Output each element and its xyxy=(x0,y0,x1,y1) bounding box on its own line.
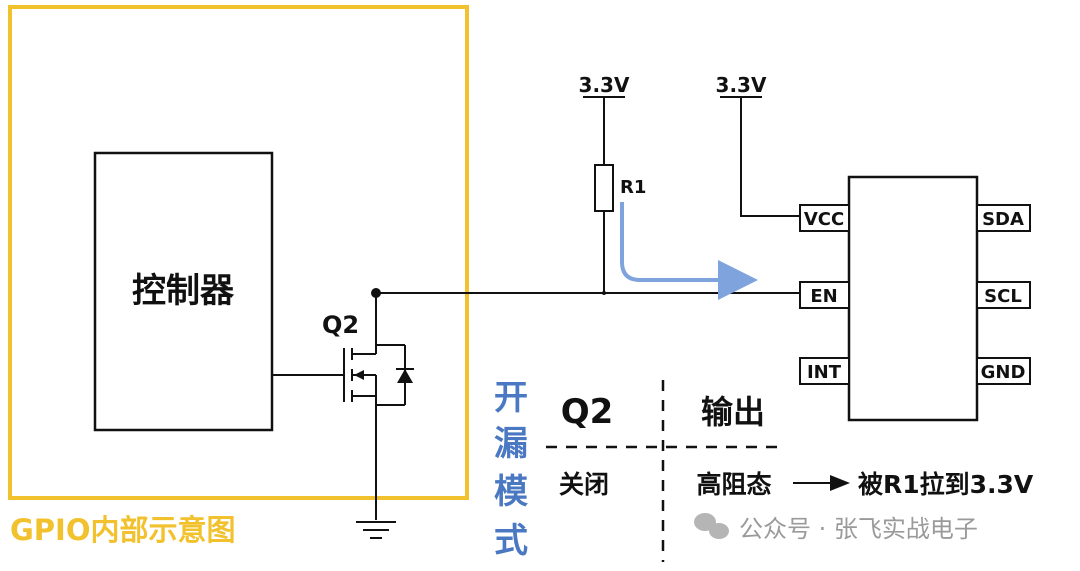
chip-pin-sda: SDA xyxy=(976,204,1031,232)
svg-text:VCC: VCC xyxy=(804,209,844,230)
r1-label: R1 xyxy=(620,177,646,198)
mosfet-arrow-icon xyxy=(354,370,364,380)
svg-text:SCL: SCL xyxy=(984,286,1022,307)
svg-text:INT: INT xyxy=(807,362,842,383)
body-diode-icon xyxy=(397,369,413,383)
watermark-text: 公众号 · 张飞实战电子 xyxy=(739,515,978,543)
chip-pin-int: INT xyxy=(799,357,850,385)
q2-label: Q2 xyxy=(322,311,359,339)
controller-label: 控制器 xyxy=(132,271,235,311)
q2-mosfet xyxy=(343,293,406,520)
supply-right-label: 3.3V xyxy=(716,73,767,97)
wechat-icon xyxy=(694,513,729,539)
chip-pin-gnd: GND xyxy=(976,357,1031,385)
svg-text:SDA: SDA xyxy=(982,209,1024,230)
mode-title-char-3: 模 xyxy=(494,472,528,512)
gpio-boundary-box xyxy=(8,5,469,500)
mode-title-char-4: 式 xyxy=(494,521,528,561)
controller-box xyxy=(93,151,274,432)
mode-title-char-1: 开 xyxy=(494,378,528,418)
svg-text:GND: GND xyxy=(981,362,1026,383)
table-row-output-state: 高阻态 xyxy=(696,470,771,499)
mode-title-char-2: 漏 xyxy=(494,424,528,464)
ground-icon xyxy=(356,521,396,539)
table-row-result: 被R1拉到3.3V xyxy=(858,470,1034,499)
r1-resistor xyxy=(594,164,614,212)
gpio-box-label: GPIO内部示意图 xyxy=(10,513,236,547)
r1-node-dot xyxy=(602,291,606,295)
supply-left-label: 3.3V xyxy=(579,73,630,97)
chip-pin-en: EN xyxy=(799,281,850,309)
table-header-output: 输出 xyxy=(701,393,765,431)
chip-pin-scl: SCL xyxy=(976,281,1031,309)
svg-text:EN: EN xyxy=(810,286,837,307)
slave-chip xyxy=(847,175,979,422)
table-row-q2-state: 关闭 xyxy=(559,470,609,499)
table-header-q2: Q2 xyxy=(561,392,614,432)
chip-pin-vcc: VCC xyxy=(799,204,850,232)
current-flow-arrow xyxy=(620,202,758,300)
vcc-wire xyxy=(740,97,820,217)
